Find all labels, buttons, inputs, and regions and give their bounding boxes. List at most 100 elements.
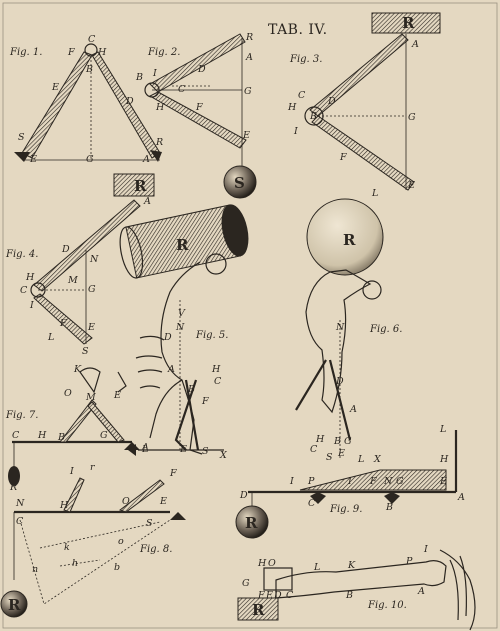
point-label-i: I: [293, 126, 298, 137]
point-label-e: E: [113, 390, 121, 401]
point-label-a: A: [143, 196, 151, 207]
point-label-i: I: [289, 476, 294, 487]
point-label-r: R: [245, 32, 253, 43]
point-label-f: F: [339, 152, 347, 163]
point-label-e: E: [242, 130, 250, 141]
point-label-e: E: [439, 476, 447, 487]
point-label-d: D: [273, 590, 282, 601]
point-label-h: H: [315, 434, 325, 445]
point-label-f: F: [59, 318, 67, 329]
point-label-a: A: [245, 52, 253, 63]
point-label-h: H: [37, 430, 47, 441]
fig5-drum: [119, 204, 249, 279]
point-label-r: r: [90, 462, 96, 473]
fig5-skull: [205, 253, 227, 275]
point-label-n: N: [175, 322, 185, 333]
point-label-e: E: [29, 154, 37, 165]
point-label-l: L: [371, 188, 378, 199]
point-label-l: L: [439, 424, 446, 435]
point-label-d: D: [61, 244, 70, 255]
point-label-c: C: [214, 376, 222, 387]
point-label-b: B: [333, 436, 341, 447]
point-label-o: O: [64, 388, 72, 399]
weight-label: S: [234, 174, 245, 192]
figure-5: Fig. 5. R V N D A B H C F E L S X: [119, 204, 249, 461]
point-label-g: G: [88, 284, 96, 295]
point-label-b: B: [135, 72, 143, 83]
point-label-h: H: [155, 102, 165, 113]
fig2-weight-ball: [223, 165, 257, 199]
point-label-g: G: [344, 436, 352, 447]
point-label-g: G: [242, 578, 250, 589]
point-label-h: H: [25, 272, 35, 283]
point-label-k: K: [73, 364, 82, 375]
point-label-c: C: [20, 285, 28, 296]
point-label-c: C: [286, 590, 294, 601]
figure-9: Fig. 9. R L H E A I P I F N G C B D: [235, 424, 465, 539]
point-label-s: S: [202, 446, 209, 457]
point-label-s: S: [18, 132, 25, 143]
point-label-c: C: [310, 444, 318, 455]
point-label-a: A: [142, 154, 150, 165]
point-label-h: h: [72, 558, 78, 569]
point-label-h: H: [211, 364, 221, 375]
fig6-body: [305, 269, 372, 414]
weight-label: R: [176, 236, 189, 254]
point-label-n: N: [383, 476, 393, 487]
point-label-c: C: [308, 498, 316, 509]
point-label-g: G: [396, 476, 404, 487]
point-label-b: b: [114, 562, 120, 573]
point-label-f: F: [257, 590, 265, 601]
point-label-x: X: [219, 450, 228, 461]
point-label-c: C: [178, 84, 186, 95]
point-label-s: S: [146, 518, 153, 529]
point-label-l: L: [141, 444, 148, 455]
point-label-o: O: [268, 558, 276, 569]
point-label-c: C: [88, 34, 96, 45]
point-label-e: E: [337, 448, 345, 459]
point-label-e: E: [51, 82, 59, 93]
point-label-o: o: [118, 536, 124, 547]
figure-8: Fig. 8. R I F N H O E S C k n h o b: [0, 466, 186, 618]
fig1-caption: Fig. 1.: [9, 47, 42, 58]
point-label-f: F: [67, 47, 75, 58]
point-label-f: F: [169, 468, 177, 479]
point-label-p: P: [405, 556, 413, 567]
fig7-caption: Fig. 7.: [5, 410, 38, 421]
point-label-k: K: [347, 560, 356, 571]
point-label-e: E: [179, 444, 187, 455]
point-label-m: M: [67, 275, 78, 286]
figure-2: Fig. 2. S B I D R A C G H F E: [135, 32, 257, 199]
point-label-e: E: [265, 590, 273, 601]
point-label-a: A: [349, 404, 357, 415]
point-label-p: P: [307, 476, 315, 487]
weight-label: R: [8, 596, 21, 614]
weight-label: R: [245, 514, 258, 532]
point-label-b: B: [385, 502, 393, 513]
point-label-g: G: [86, 154, 94, 165]
point-label-h: H: [439, 454, 449, 465]
point-label-h: H: [97, 47, 107, 58]
point-label-n: N: [89, 254, 99, 265]
fig5-skeleton: [135, 261, 203, 455]
weight-label: R: [134, 177, 147, 195]
point-label-n: n: [32, 564, 38, 575]
figure-4: Fig. 4. R A D N H C M G I F E L S: [5, 173, 155, 357]
point-label-r: R: [9, 482, 17, 493]
fig6-globe: [306, 198, 384, 276]
point-label-g: G: [100, 430, 108, 441]
point-label-n: N: [15, 498, 25, 509]
point-label-s: S: [326, 452, 333, 463]
point-label-h: H: [59, 500, 69, 511]
point-label-l: L: [357, 454, 364, 465]
point-label-r: R: [155, 137, 163, 148]
point-label-c: C: [12, 430, 20, 441]
point-label-i: I: [29, 300, 34, 311]
point-label-l: L: [313, 562, 320, 573]
point-label-e: E: [159, 496, 167, 507]
point-label-k: k: [64, 542, 70, 553]
point-label-i: I: [347, 476, 352, 487]
fig6-caption: Fig. 6.: [369, 324, 402, 335]
fig3-weight-block: [371, 12, 441, 34]
